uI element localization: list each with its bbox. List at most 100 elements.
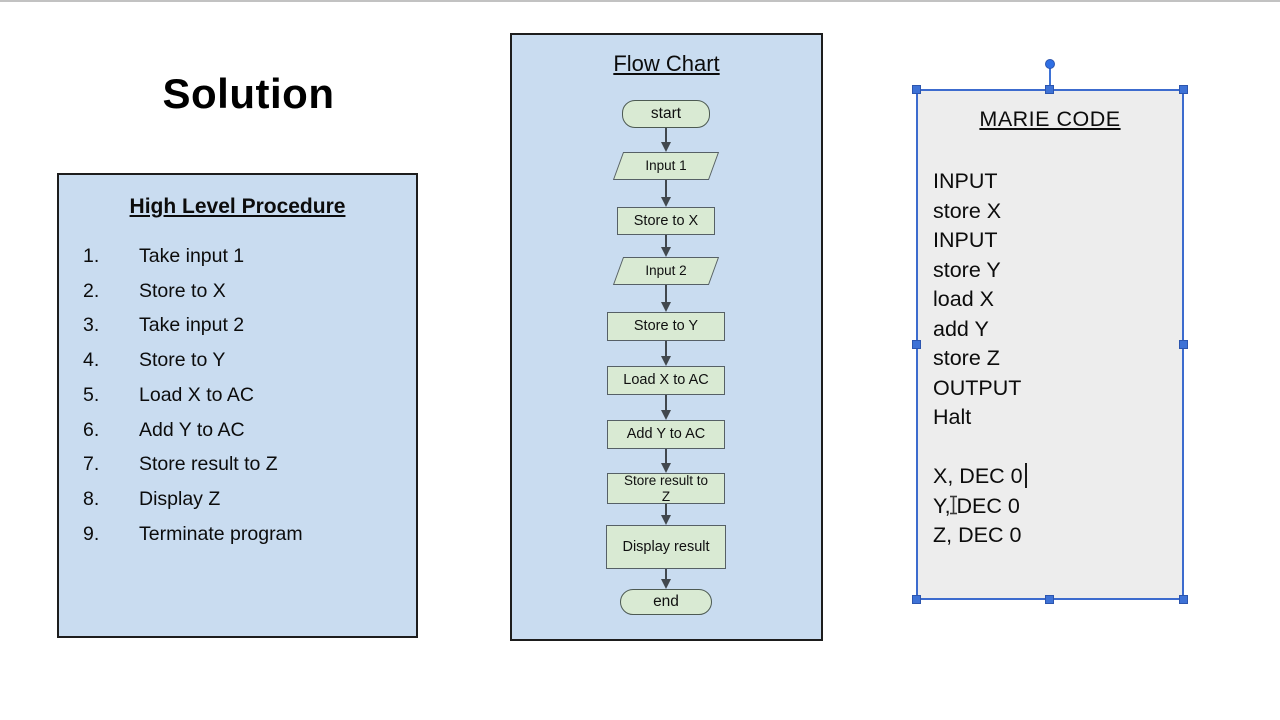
marie-code-line: store Z	[933, 344, 1173, 374]
marie-code-line: OUTPUT	[933, 374, 1173, 404]
flow-arrow-down[interactable]	[660, 285, 672, 312]
marie-code-line: Y, DEC 0	[933, 492, 1173, 522]
procedure-item-number: 8.	[83, 487, 100, 510]
selection-handle-bottom-left[interactable]	[912, 595, 921, 604]
marie-code-text: Z, DEC 0	[933, 523, 1022, 547]
marie-code-text: store Y	[933, 257, 1001, 282]
procedure-item: 7. Store result to Z	[59, 447, 416, 482]
text-caret	[1024, 463, 1027, 488]
procedure-item-number: 4.	[83, 349, 100, 372]
flow-arrow-down[interactable]	[660, 180, 672, 207]
procedure-item-label: Store to Y	[139, 349, 226, 372]
flow-node-label: Input 2	[645, 263, 687, 279]
flow-node-input-2[interactable]: Input 2	[612, 257, 720, 285]
procedure-item: 3. Take input 2	[59, 308, 416, 343]
top-frame-line	[0, 0, 1280, 2]
flow-node-label: Load X to AC	[623, 372, 709, 389]
flow-node-load-x-to-ac[interactable]: Load X to AC	[607, 366, 725, 395]
flow-node-label: Store to X	[633, 212, 699, 229]
selection-handle-top-left[interactable]	[912, 85, 921, 94]
flow-arrow-down[interactable]	[660, 235, 672, 257]
procedure-item-number: 7.	[83, 453, 100, 476]
flow-node-store-to-y[interactable]: Store to Y	[607, 312, 725, 341]
flow-node-add-y-to-ac[interactable]: Add Y to AC	[607, 420, 725, 449]
procedure-item-number: 5.	[83, 383, 100, 406]
procedure-item-label: Display Z	[139, 487, 221, 510]
procedure-item: 8. Display Z	[59, 482, 416, 517]
flowchart-title: Flow Chart	[613, 51, 720, 76]
marie-code-line: store Y	[933, 256, 1173, 286]
flow-arrow-down[interactable]	[660, 449, 672, 473]
procedure-item: 4. Store to Y	[59, 343, 416, 378]
selection-handle-top-center[interactable]	[1045, 85, 1054, 94]
marie-code-text: add Y	[933, 316, 989, 341]
marie-code-lines: INPUT store X INPUT store Y load X add Y store…	[933, 167, 1173, 551]
flow-arrow-down[interactable]	[660, 128, 672, 152]
flow-arrow-down[interactable]	[660, 504, 672, 525]
selection-handle-bottom-center[interactable]	[1045, 595, 1054, 604]
slide-title: Solution	[162, 70, 335, 117]
rotation-handle-line	[1049, 64, 1051, 90]
procedure-item-label: Take input 1	[139, 245, 245, 267]
procedure-item-label: Load X to AC	[139, 383, 254, 406]
flow-node-display-result[interactable]: Display result	[606, 525, 726, 569]
flow-node-end[interactable]: end	[620, 589, 712, 615]
marie-code-text: load X	[933, 287, 994, 311]
procedure-item-label: Store to X	[139, 279, 226, 302]
flow-node-start[interactable]: start	[622, 100, 710, 128]
marie-code-line: store X	[933, 197, 1173, 227]
selection-handle-mid-left[interactable]	[912, 339, 921, 349]
selection-handle-top-right[interactable]	[1179, 85, 1188, 94]
marie-code-line: add Y	[933, 315, 1173, 345]
flow-node-label: Store to Y	[633, 318, 699, 335]
procedure-item-number: 9.	[83, 522, 100, 545]
marie-code-line: load X	[933, 285, 1173, 315]
flow-node-label: start	[650, 105, 682, 123]
marie-code-text: store X	[933, 198, 1002, 223]
flow-node-label: end	[653, 593, 679, 611]
procedure-item: 2.Store to X	[59, 274, 416, 309]
marie-code-line: Halt	[933, 403, 1173, 433]
flow-node-label: Display result	[622, 538, 710, 555]
flow-arrow-down[interactable]	[660, 341, 672, 366]
procedure-item-label: Terminate program	[139, 522, 303, 545]
marie-code-line: INPUT	[933, 167, 1173, 197]
flow-node-input-1[interactable]: Input 1	[612, 152, 720, 180]
selection-handle-bottom-right[interactable]	[1179, 595, 1188, 604]
marie-code-text: INPUT	[933, 169, 998, 193]
marie-code-text: OUTPUT	[933, 375, 1022, 400]
marie-code-line: INPUT	[933, 226, 1173, 256]
procedure-box[interactable]: High Level Procedure 1. Take input 1 2.Sto…	[57, 173, 418, 638]
flow-node-store-to-x[interactable]: Store to X	[617, 207, 715, 235]
marie-code-line: X, DEC 0	[933, 462, 1173, 492]
procedure-item-number: 3.	[83, 314, 100, 337]
flow-node-label: Add Y to AC	[626, 426, 706, 443]
procedure-item: 6. Add Y to AC	[59, 413, 416, 448]
ibeam-cursor	[950, 495, 957, 515]
procedure-item-number: 6.	[83, 418, 100, 441]
selection-handle-mid-right[interactable]	[1179, 339, 1188, 349]
marie-code-text: store Z	[933, 346, 1000, 370]
procedure-item: 5. Load X to AC	[59, 378, 416, 413]
procedure-item-label: Take input 2	[139, 314, 245, 337]
marie-code-line	[933, 433, 1173, 463]
flow-arrow-down[interactable]	[660, 569, 672, 589]
procedure-item-label: Add Y to AC	[139, 418, 245, 441]
procedure-title: High Level Procedure	[129, 195, 346, 218]
procedure-item-label: Store result to Z	[139, 453, 278, 476]
procedure-item: 1. Take input 1	[59, 239, 416, 274]
marie-code-text: Y, DEC 0	[933, 493, 1020, 518]
marie-code-text: X, DEC 0	[933, 464, 1023, 488]
marie-code-text: INPUT	[933, 228, 998, 252]
marie-code-line: Z, DEC 0	[933, 521, 1173, 551]
flow-arrow-down[interactable]	[660, 395, 672, 420]
flow-node-label: Store result to Z	[623, 472, 709, 504]
procedure-item-number: 1.	[83, 245, 100, 267]
flow-node-store-result-to-z[interactable]: Store result to Z	[607, 473, 725, 504]
rotation-handle[interactable]	[1045, 59, 1055, 69]
